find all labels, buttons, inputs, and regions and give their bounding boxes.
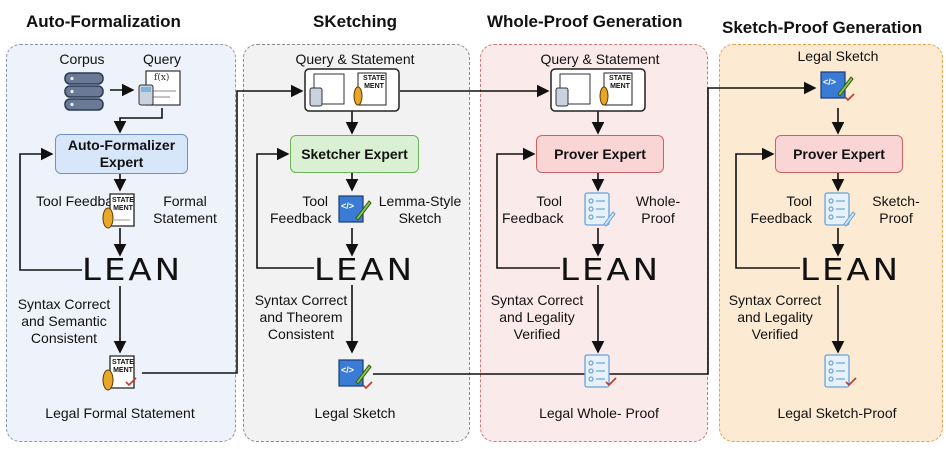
sketch-icon: </> [336, 192, 372, 228]
legal-sketch-icon: </> [336, 356, 374, 392]
database-icon [64, 72, 104, 111]
syntax-legality-check-label-4: Syntax Correct and Legality Verified [728, 292, 822, 342]
query-statement-icon-2: STATE MENT [304, 68, 400, 112]
statement-icon-text: STATE MENT [363, 75, 385, 90]
whole-proof-label: Whole-Proof [635, 193, 681, 226]
lean-logo-4: LEAN [800, 252, 902, 288]
statement-icon-text: STATE MENT [112, 197, 134, 212]
code-icon-text: </> [823, 77, 837, 87]
legal-sketch-label: Legal Sketch [314, 405, 396, 421]
formula-sheet-icon: f(x) [138, 69, 184, 109]
query-statement-label-3: Query & Statement [540, 51, 660, 67]
statement-icon: STATE MENT [100, 192, 138, 230]
title-sketch-proof-generation: Sketch-Proof Generation [722, 18, 923, 37]
legal-whole-proof-icon [584, 354, 617, 388]
query-statement-label-2: Query & Statement [295, 51, 415, 67]
legal-sketch-proof-label: Legal Sketch-Proof [777, 405, 897, 421]
prover-expert-box-4: Prover Expert [775, 135, 903, 173]
formula-text: f(x) [154, 73, 170, 83]
whole-proof-icon [584, 192, 616, 227]
auto-formalizer-expert-box: Auto-Formalizer Expert [55, 134, 188, 174]
tool-feedback-label-4: Tool Feedback [750, 193, 812, 226]
legal-sketch-input-label: Legal Sketch [797, 48, 879, 64]
sketch-proof-label: Sketch-Proof [872, 193, 920, 226]
syntax-theorem-check-label: Syntax Correct and Theorem Consistent [254, 292, 348, 342]
title-whole-proof-generation: Whole-Proof Generation [487, 12, 683, 31]
sketcher-expert-box: Sketcher Expert [290, 135, 419, 173]
legal-statement-icon: STATE MENT [100, 354, 140, 392]
statement-icon-text: STATE MENT [609, 75, 631, 90]
sketch-proof-icon [824, 192, 856, 227]
legal-whole-proof-label: Legal Whole- Proof [539, 405, 659, 421]
title-auto-formalization: Auto-Formalization [26, 12, 181, 31]
lemma-style-sketch-label: Lemma-Style Sketch [378, 193, 462, 226]
code-icon-text: </> [341, 201, 355, 211]
syntax-legality-check-label-3: Syntax Correct and Legality Verified [490, 292, 584, 342]
lean-logo-3: LEAN [560, 252, 662, 288]
query-label: Query [142, 51, 182, 67]
corpus-label: Corpus [59, 51, 105, 67]
lean-logo-1: LEAN [82, 252, 184, 288]
tool-feedback-label: Tool Feedback [36, 193, 128, 209]
lean-logo-2: LEAN [314, 252, 416, 288]
legal-sketch-input-icon: </> [818, 68, 858, 106]
syntax-semantic-check-label: Syntax Correct and Semantic Consistent [17, 296, 111, 346]
legal-statement-icon-text: STATE MENT [112, 359, 134, 374]
title-sketching: SKetching [313, 12, 398, 31]
tool-feedback-label-3: Tool Feedback [502, 193, 564, 226]
code-icon-text: </> [341, 365, 355, 375]
legal-formal-statement-label: Legal Formal Statement [45, 405, 195, 421]
query-statement-icon-3: STATE MENT [550, 68, 646, 112]
prover-expert-box-3: Prover Expert [536, 135, 664, 173]
formal-statement-label: Formal Statement [153, 193, 217, 226]
tool-feedback-label-2: Tool Feedback [270, 193, 332, 226]
legal-sketch-proof-icon [824, 354, 857, 388]
